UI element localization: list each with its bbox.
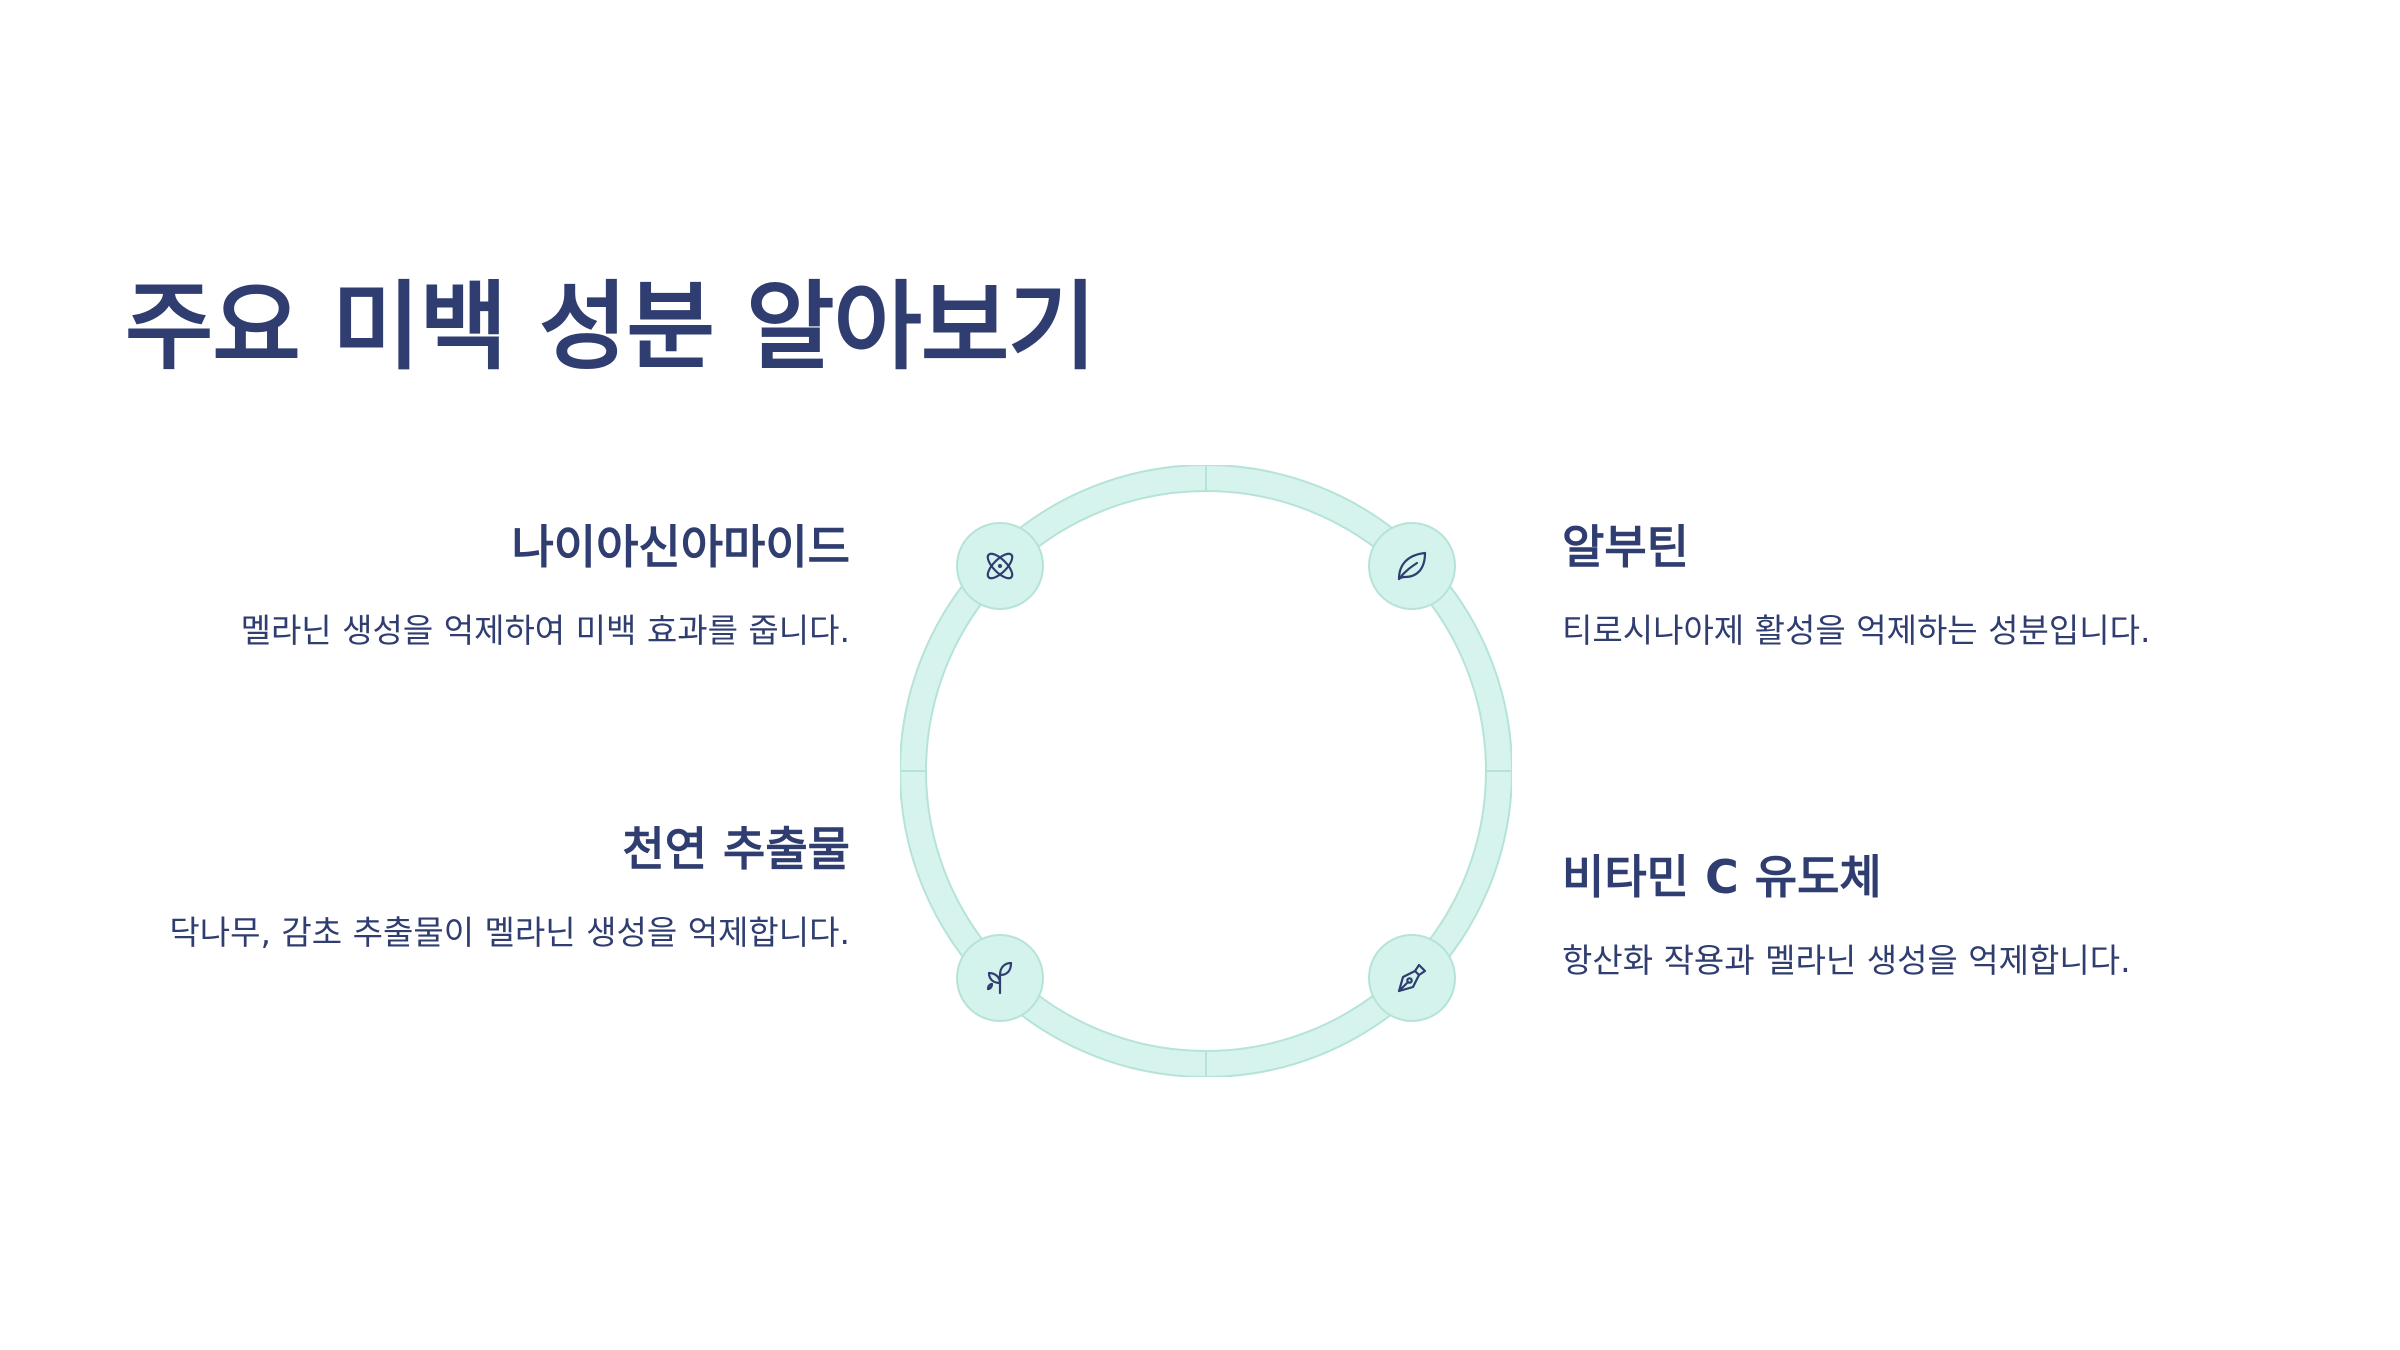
sprout-icon (956, 934, 1044, 1022)
ingredient-description: 닥나무, 감초 추출물이 멜라닌 생성을 억제합니다. (169, 913, 850, 953)
ingredient-vitamin-c: 비타민 C 유도체 항산화 작용과 멜라닌 생성을 억제합니다. (1562, 850, 2282, 990)
ingredient-title: 천연 추출물 (622, 822, 850, 876)
ingredient-description: 항산화 작용과 멜라닌 생성을 억제합니다. (1562, 941, 2131, 981)
atom-icon (956, 522, 1044, 610)
ingredient-natural-extract: 천연 추출물 닥나무, 감초 추출물이 멜라닌 생성을 억제합니다. (130, 822, 850, 962)
leaf-icon (1368, 522, 1456, 610)
pen-nib-icon (1368, 934, 1456, 1022)
ingredient-description: 티로시나아제 활성을 억제하는 성분입니다. (1562, 611, 2151, 651)
ingredient-niacinamide: 나이아신아마이드 멜라닌 생성을 억제하여 미백 효과를 줍니다. (130, 520, 850, 660)
cycle-ring (900, 465, 1512, 1077)
ingredient-title: 알부틴 (1562, 520, 1689, 574)
ingredient-arbutin: 알부틴 티로시나아제 활성을 억제하는 성분입니다. (1562, 520, 2282, 660)
ingredient-description: 멜라닌 생성을 억제하여 미백 효과를 줍니다. (240, 611, 850, 651)
ingredient-title: 나이아신아마이드 (511, 520, 850, 574)
ingredient-title: 비타민 C 유도체 (1562, 850, 1882, 904)
slide-title: 주요 미백 성분 알아보기 (125, 271, 1096, 383)
